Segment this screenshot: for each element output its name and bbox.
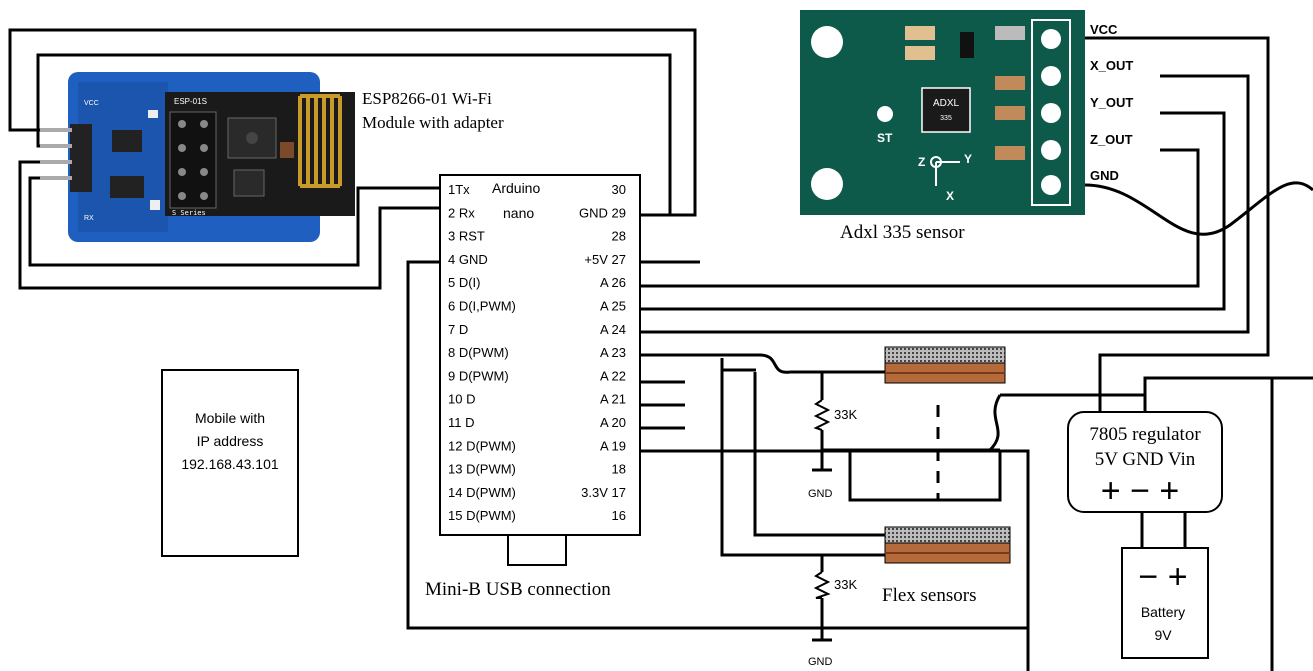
battery-voltage: 9V [1154, 627, 1172, 643]
flex-sensor-1 [884, 346, 1006, 384]
arduino-right-pin: A 22 [600, 368, 626, 383]
arduino-right-pin: A 21 [600, 392, 626, 407]
usb-caption: Mini-B USB connection [425, 579, 611, 600]
arduino-right-pin: +5V 27 [584, 252, 626, 267]
adxl-pin-label: Z_OUT [1090, 132, 1133, 147]
arduino-left-pin: 9 D(PWM) [448, 368, 509, 383]
adxl-pin-label: VCC [1090, 22, 1118, 37]
battery-signs: − + [1138, 558, 1187, 596]
adxl-st-label: ST [877, 131, 893, 145]
esp-series-label: S Series [172, 209, 206, 217]
arduino-right-pin: 30 [612, 182, 626, 197]
arduino-right-pin: 3.3V 17 [581, 485, 626, 500]
esp8266-module: VCC RX ESP-01S S Series ESP8266-01 Wi-Fi… [40, 72, 504, 242]
arduino-right-pin: A 24 [600, 322, 626, 337]
axis-y-label: Y [964, 152, 972, 166]
arduino-left-pin: 14 D(PWM) [448, 485, 516, 500]
adxl-pin-label: GND [1090, 168, 1119, 183]
gnd-2-label: GND [808, 656, 833, 668]
usb-port [507, 534, 567, 566]
arduino-left-pin: 2 Rx [448, 205, 475, 220]
arduino-left-pin: 13 D(PWM) [448, 462, 516, 477]
mobile-line3: 192.168.43.101 [181, 456, 279, 472]
esp-caption-line2: Module with adapter [362, 113, 504, 132]
arduino-left-pin: 12 D(PWM) [448, 438, 516, 453]
esp-header-pins [70, 124, 92, 192]
adxl-chip-label: ADXL [933, 98, 960, 109]
regulator-signs: + − + [1101, 472, 1179, 510]
arduino-left-pin: 4 GND [448, 252, 488, 267]
resistor-2-label: 33K [834, 577, 857, 592]
mobile-box: Mobile with IP address 192.168.43.101 [161, 369, 299, 557]
arduino-left-pin: 11 D [448, 415, 475, 430]
arduino-right-pin: GND 29 [579, 205, 626, 220]
battery-9v: − + Battery 9V [1121, 547, 1209, 659]
arduino-right-pin: A 26 [600, 275, 626, 290]
adxl-pin-label: X_OUT [1090, 58, 1133, 73]
arduino-right-pin: 16 [612, 508, 626, 523]
arduino-left-pin: 15 D(PWM) [448, 508, 516, 523]
axis-z-label: Z [918, 155, 925, 169]
regulator-7805: 7805 regulator 5V GND Vin + − + [1067, 411, 1223, 513]
wires [8, 28, 1313, 671]
arduino-right-pin: A 19 [600, 438, 626, 453]
adxl-chip [921, 87, 971, 133]
adxl-pin-label: Y_OUT [1090, 95, 1133, 110]
arduino-left-pin: 8 D(PWM) [448, 345, 509, 360]
arduino-left-pin: 1Tx [448, 182, 470, 197]
mobile-line1: Mobile with [195, 410, 265, 426]
arduino-right-pin: 28 [612, 229, 626, 244]
mount-hole-top [811, 26, 843, 58]
adxl-pin-header [1031, 19, 1071, 206]
arduino-title-line2: nano [503, 205, 534, 221]
flex-caption: Flex sensors [882, 585, 976, 606]
mount-hole-bottom [811, 168, 843, 200]
svg-text:VCC: VCC [84, 100, 99, 107]
axis-x-label: X [946, 189, 954, 203]
regulator-line1: 7805 regulator [1089, 424, 1201, 445]
arduino-right-pin: A 20 [600, 415, 626, 430]
arduino-right-pin: 18 [612, 462, 626, 477]
esp-caption-line1: ESP8266-01 Wi-Fi [362, 89, 492, 108]
arduino-left-pin: 10 D [448, 392, 475, 407]
resistor-1 [813, 399, 831, 431]
regulator-line2: 5V GND Vin [1095, 449, 1196, 470]
adxl-pin-labels: VCC X_OUT Y_OUT Z_OUT GND [1090, 22, 1133, 183]
arduino-left-pin: 6 D(I,PWM) [448, 299, 516, 314]
mobile-line2: IP address [197, 433, 264, 449]
arduino-left-pin: 7 D [448, 322, 468, 337]
svg-text:RX: RX [84, 215, 94, 222]
arduino-board [439, 174, 641, 536]
arduino-title-line1: Arduino [492, 180, 540, 196]
esp-chip-label: ESP-01S [174, 97, 207, 106]
arduino-nano: Arduino nano 1Tx 2 Rx 3 RST 4 GND 5 D(I) 6 D(… [425, 174, 641, 600]
battery-label: Battery [1141, 604, 1185, 620]
adxl-caption: Adxl 335 sensor [840, 222, 965, 243]
resistor-2 [813, 571, 831, 599]
arduino-right-pin: A 25 [600, 299, 626, 314]
arduino-left-pin: 5 D(I) [448, 275, 481, 290]
resistor-1-label: 33K [834, 407, 857, 422]
flex-sensor-2 [884, 526, 1011, 564]
axis-icon [930, 156, 960, 186]
adxl-chip-sub: 335 [940, 115, 952, 122]
arduino-left-pins: 1Tx 2 Rx 3 RST 4 GND 5 D(I) 6 D(I,PWM) 7 D 8 D(… [448, 182, 516, 523]
gnd-1-label: GND [808, 488, 833, 500]
arduino-right-pin: A 23 [600, 345, 626, 360]
arduino-left-pin: 3 RST [448, 229, 485, 244]
